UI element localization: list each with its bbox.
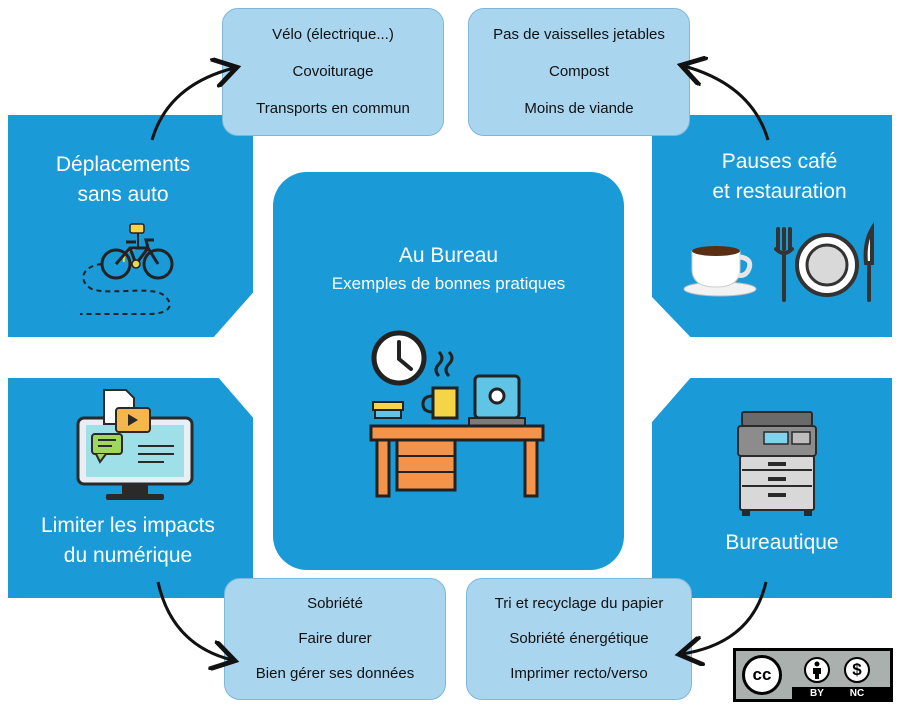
coffee-cup-icon bbox=[683, 246, 757, 297]
center-subtitle: Exemples de bonnes pratiques bbox=[331, 274, 566, 293]
nc-icon: $ bbox=[844, 657, 870, 683]
quadrant-transport: Déplacements sans auto bbox=[8, 115, 253, 337]
arrow-icon bbox=[682, 581, 768, 654]
quadrant-title: Déplacements sans auto bbox=[55, 153, 191, 206]
by-icon bbox=[804, 657, 830, 683]
printer-icon bbox=[737, 411, 817, 516]
quadrant-food: Pauses café et restauration bbox=[652, 115, 892, 337]
arrow-icon bbox=[156, 581, 232, 660]
office-desk-icon bbox=[369, 330, 545, 498]
tip-item: Compost bbox=[548, 62, 610, 80]
tips-office: Tri et recyclage du papier Sobriété éner… bbox=[466, 578, 692, 700]
nc-label: NC bbox=[849, 688, 865, 699]
license-strip bbox=[792, 687, 890, 700]
plate-fork-knife-icon bbox=[774, 221, 874, 302]
center-title: Au Bureau bbox=[398, 244, 499, 267]
tip-item: Sobriété énergétique bbox=[509, 629, 649, 647]
arrow-icon bbox=[684, 66, 770, 141]
quadrant-office: Bureautique bbox=[652, 378, 892, 598]
computer-screen-icon bbox=[76, 389, 194, 500]
tip-item: Faire durer bbox=[298, 629, 372, 647]
by-label: BY bbox=[810, 688, 824, 699]
quadrant-title: Bureautique bbox=[725, 531, 839, 554]
tips-digital: Sobriété Faire durer Bien gérer ses donn… bbox=[224, 578, 446, 700]
tip-item: Vélo (électrique...) bbox=[272, 26, 394, 44]
quadrant-digital: Limiter les impacts du numérique bbox=[8, 378, 253, 598]
tip-item: Moins de viande bbox=[524, 99, 634, 117]
cc-license-badge: cc $ BY NC bbox=[733, 648, 893, 702]
tip-item: Transports en commun bbox=[256, 99, 410, 117]
arrow-icon bbox=[150, 68, 234, 141]
quadrant-title: Limiter les impacts du numérique bbox=[41, 514, 215, 567]
tip-item: Imprimer recto/verso bbox=[510, 664, 648, 682]
tip-item: Bien gérer ses données bbox=[255, 664, 415, 682]
tip-item: Pas de vaisselles jetables bbox=[493, 26, 665, 44]
tip-item: Sobriété bbox=[307, 595, 363, 613]
quadrant-title: Pauses café et restauration bbox=[712, 150, 847, 203]
center-panel: Au Bureau Exemples de bonnes pratiques bbox=[273, 172, 624, 570]
tip-item: Tri et recyclage du papier bbox=[494, 595, 664, 613]
cc-logo: cc bbox=[742, 655, 782, 695]
bike-icon bbox=[80, 223, 174, 315]
tips-food: Pas de vaisselles jetables Compost Moins… bbox=[468, 8, 690, 136]
tip-item: Covoiturage bbox=[292, 62, 374, 80]
